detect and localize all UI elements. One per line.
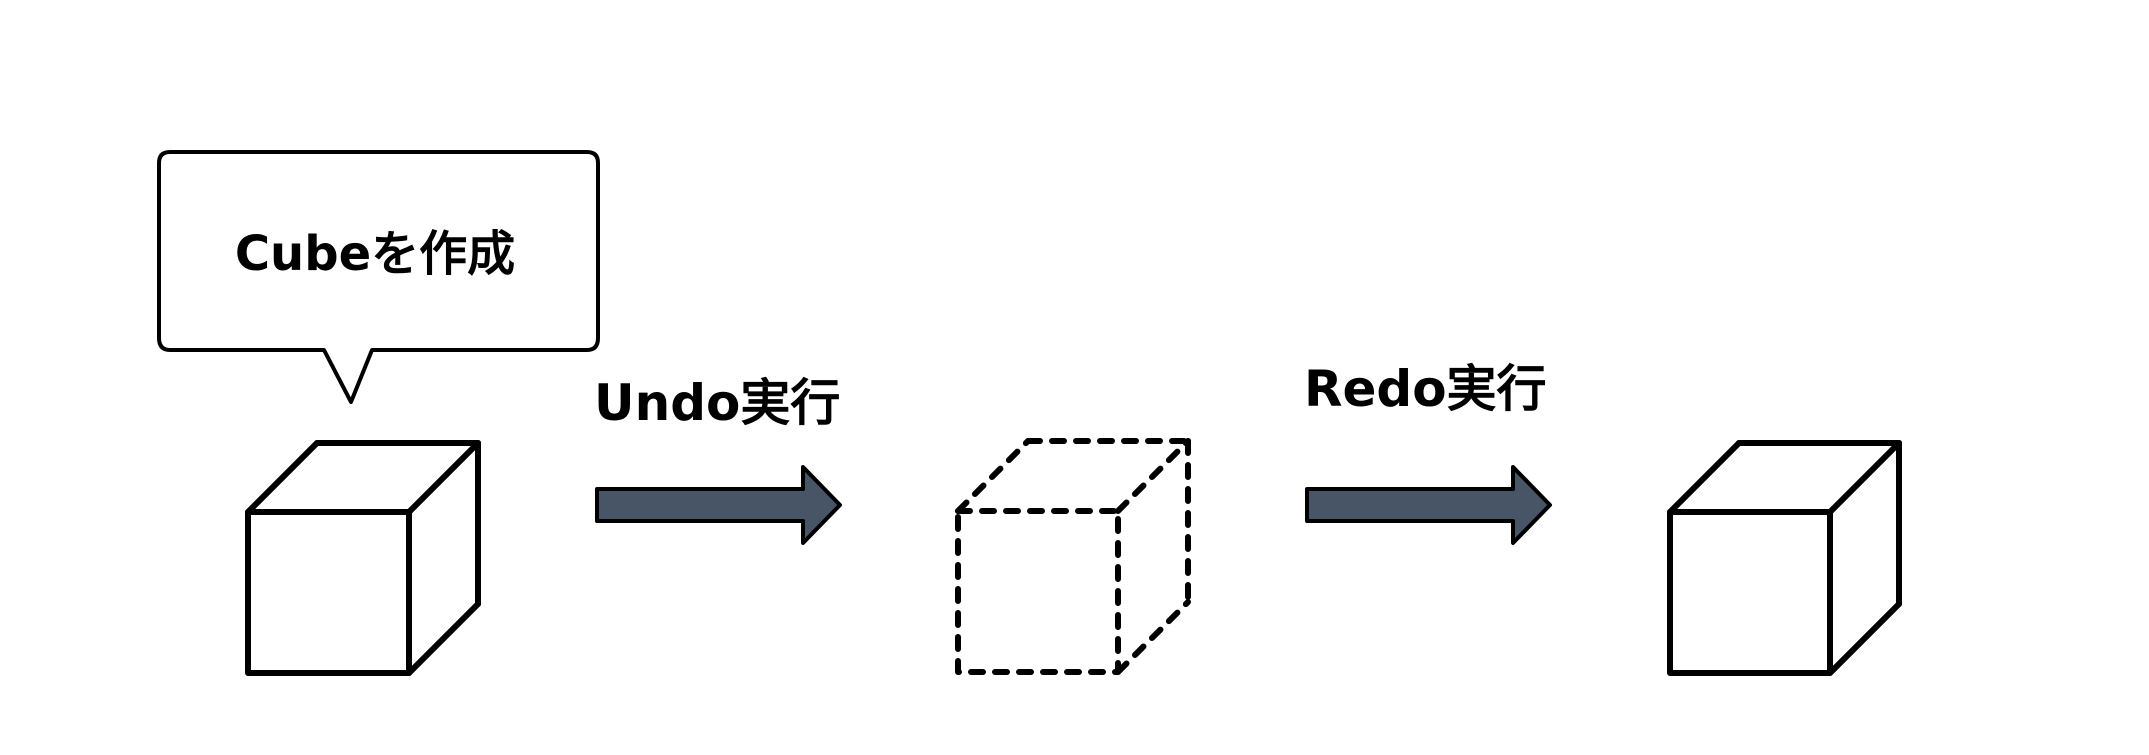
dashed-cube-icon	[955, 438, 1191, 675]
right-arrow-icon	[1305, 465, 1552, 545]
speech-bubble: Cubeを作成	[157, 150, 600, 404]
right-arrow-icon	[595, 465, 842, 545]
solid-cube-icon	[245, 440, 481, 676]
speech-bubble-shape	[157, 150, 600, 404]
solid-cube-icon	[1667, 440, 1902, 676]
speech-bubble-text: Cubeを作成	[235, 226, 515, 282]
redo-label: Redo実行	[1304, 360, 1547, 418]
undo-label: Undo実行	[594, 374, 840, 432]
